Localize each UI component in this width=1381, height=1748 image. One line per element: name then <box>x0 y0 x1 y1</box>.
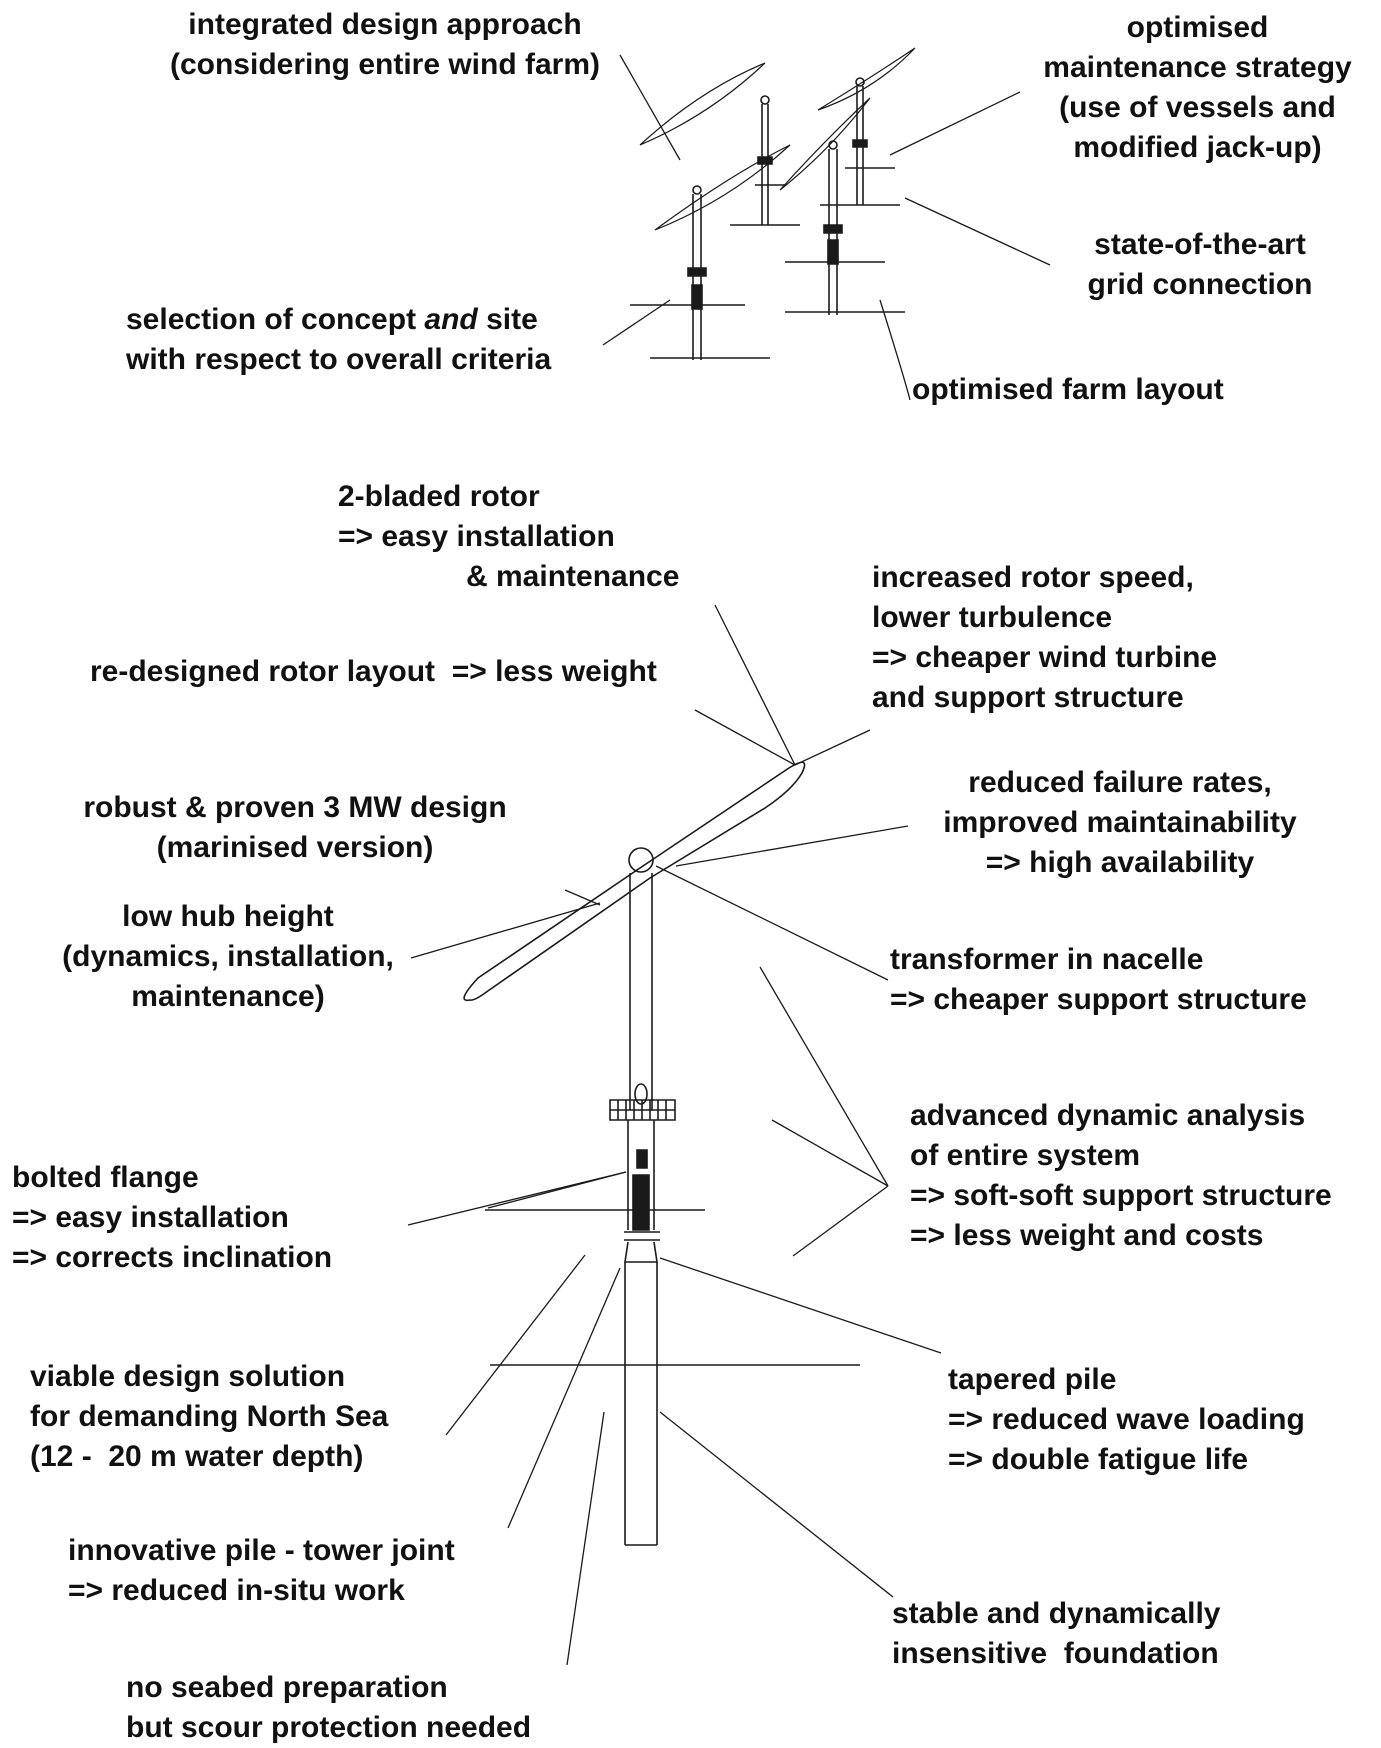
farm-turbine-c <box>630 145 790 360</box>
hub <box>629 848 653 872</box>
label-bolted-flange: bolted flange => easy installation => co… <box>12 1161 333 1274</box>
label-integrated-design: integrated design approach (considering … <box>169 8 601 81</box>
farm-turbine-b <box>818 48 915 205</box>
label-hub-height: low hub height (dynamics, installation, … <box>62 900 394 1013</box>
wind-farm-sketch <box>630 48 915 360</box>
label-rotor-speed: increased rotor speed, lower turbulence … <box>872 561 1218 714</box>
platform <box>610 1100 675 1120</box>
label-viable-design: viable design solution for demanding Nor… <box>30 1360 389 1473</box>
farm-leader-lines <box>603 55 1050 400</box>
label-foundation: stable and dynamically insensitive found… <box>892 1597 1221 1670</box>
label-proven-design: robust & proven 3 MW design (marinised v… <box>83 791 507 864</box>
rotor-blade <box>464 762 804 1000</box>
label-two-bladed-rotor: 2-bladed rotor => easy installation & ma… <box>338 480 680 593</box>
main-turbine <box>464 762 860 1545</box>
label-pile-joint: innovative pile - tower joint => reduced… <box>68 1534 455 1607</box>
label-transformer: transformer in nacelle => cheaper suppor… <box>890 943 1307 1016</box>
label-seabed: no seabed preparation but scour protecti… <box>126 1671 532 1744</box>
label-maintenance-strategy: optimised maintenance strategy (use of v… <box>1043 11 1352 164</box>
farm-turbine-a <box>640 63 800 225</box>
label-rotor-layout: re-designed rotor layout => less weight <box>90 655 657 688</box>
label-tapered-pile: tapered pile => reduced wave loading => … <box>948 1363 1305 1476</box>
label-failure-rates: reduced failure rates, improved maintain… <box>943 766 1297 879</box>
label-farm-layout: optimised farm layout <box>912 373 1224 406</box>
label-grid-connection: state-of-the-art grid connection <box>1087 228 1313 301</box>
label-concept-site: selection of concept and site with respe… <box>126 303 552 376</box>
turbine-leader-lines <box>408 605 941 1665</box>
label-dynamic-analysis: advanced dynamic analysis of entire syst… <box>910 1099 1332 1252</box>
farm-turbine-d <box>780 98 905 315</box>
